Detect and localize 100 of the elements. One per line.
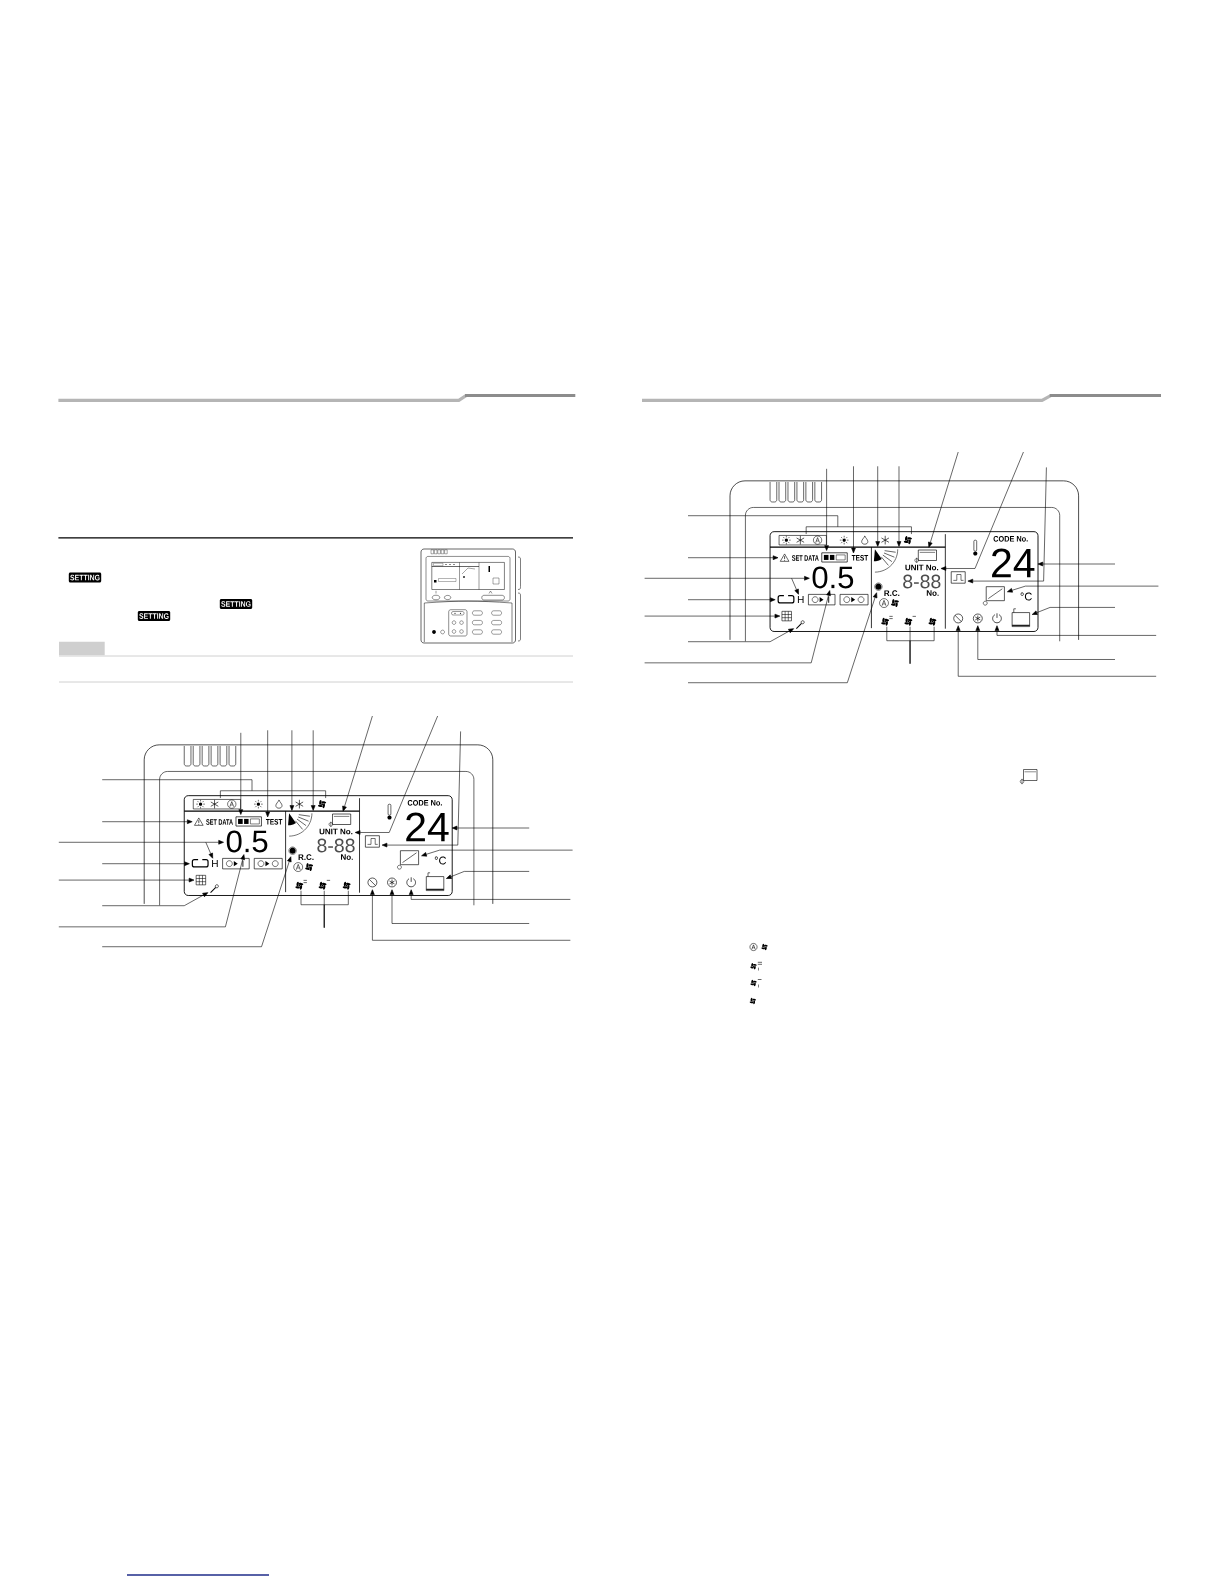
lcd-label: SET DATA	[792, 555, 819, 561]
globe-icon	[874, 582, 883, 591]
lcd-label: UNIT No.	[905, 564, 939, 571]
leader-line	[975, 625, 1116, 660]
loop-icon	[777, 595, 795, 604]
lcd-label: No.	[341, 854, 353, 860]
lcd-label: TEST	[851, 555, 869, 561]
leader-line	[1037, 561, 1116, 567]
leader-line	[896, 466, 902, 547]
leader-line	[687, 597, 776, 602]
leader-line	[644, 613, 781, 619]
leader-line	[408, 889, 571, 900]
leader-line	[967, 467, 1047, 584]
leader-line	[370, 889, 571, 941]
leader-line	[101, 779, 326, 799]
snowflake-circle-icon	[387, 877, 397, 888]
leader-line	[687, 515, 912, 535]
leader-line	[909, 626, 935, 664]
leader-line	[687, 555, 779, 560]
leader-line	[644, 576, 810, 581]
leader-line	[851, 466, 856, 554]
mode-icons	[192, 799, 327, 810]
fan-icon	[881, 616, 893, 626]
fan-icon	[342, 881, 351, 890]
box-icon	[1011, 608, 1031, 627]
leader-line	[205, 842, 213, 859]
filter-icon	[328, 813, 352, 827]
leader-line	[101, 861, 190, 866]
wave-box-icon	[950, 571, 966, 584]
warning-icon	[779, 553, 790, 562]
leader-line	[101, 892, 209, 906]
box-icon	[425, 872, 445, 891]
lcd-label: SET DATA	[206, 819, 233, 825]
leader-line	[940, 451, 1024, 571]
leader-line	[451, 825, 530, 831]
leader-line	[58, 877, 195, 883]
leader-line	[101, 819, 193, 824]
fan-icon	[928, 617, 937, 626]
leader-line	[1031, 607, 1116, 615]
wrench-icon	[795, 620, 805, 630]
leader-line	[289, 730, 295, 811]
lcd-label: H	[797, 596, 804, 603]
fan-icon	[318, 880, 331, 890]
leader-line	[644, 590, 831, 664]
warning-icon	[194, 817, 204, 826]
snowflake-circle-icon	[973, 613, 983, 624]
leader-line	[687, 592, 878, 684]
wave-box-icon	[365, 835, 380, 848]
time-bar-icon	[821, 552, 848, 563]
leader-line	[928, 451, 959, 548]
setting-badge: SETTING	[68, 572, 102, 583]
leader-line	[446, 871, 530, 879]
globe-icon	[288, 846, 297, 855]
leader-line	[687, 628, 794, 642]
lcd-label: CODE No.	[993, 536, 1028, 542]
digit-readout: 8-88	[903, 574, 941, 589]
wrench-icon	[210, 884, 219, 894]
lcd-label: No.	[926, 590, 939, 596]
louver-icon	[873, 549, 898, 573]
power-icon	[406, 876, 416, 888]
leader-line	[389, 889, 530, 924]
leader-line	[58, 854, 245, 928]
filter-icon	[914, 549, 937, 563]
fan-icon	[904, 616, 917, 626]
leader-line	[875, 466, 880, 547]
leader-line	[238, 732, 244, 815]
digit-readout: 24	[406, 812, 449, 842]
setting-badge: SETTING	[137, 611, 171, 622]
prohibited-icon	[953, 613, 963, 624]
leader-line	[354, 715, 438, 835]
leader-line	[381, 731, 461, 848]
digit-readout: 8-88	[317, 838, 355, 853]
prohibited-icon	[367, 877, 378, 888]
leader-line	[342, 715, 373, 812]
leader-line	[421, 849, 573, 857]
lcd-label: CODE No.	[407, 800, 442, 806]
digit-readout: 0.5	[226, 830, 268, 853]
fan-icon	[295, 880, 308, 890]
lcd-label: R.C.	[298, 854, 314, 860]
digit-readout: 24	[992, 548, 1035, 578]
power-icon	[992, 612, 1002, 624]
lcd-label: °C	[1020, 592, 1032, 601]
leader-line	[824, 468, 829, 551]
leader-line	[101, 856, 292, 948]
leader-line	[955, 625, 1157, 677]
panel-icon	[983, 586, 1005, 606]
setting-badge: SETTING	[219, 599, 253, 609]
louver-icon	[288, 813, 313, 837]
leader-line	[994, 625, 1157, 636]
lcd-label: TEST	[265, 819, 283, 825]
leader-line	[791, 578, 799, 595]
leader-line	[310, 730, 316, 811]
lcd-label: UNIT No.	[319, 828, 353, 835]
mode-icons	[778, 535, 912, 546]
leader-line	[58, 840, 224, 845]
panel-icon	[397, 850, 419, 870]
grid-icon	[781, 611, 792, 622]
leader-line	[1007, 585, 1159, 593]
leader-line	[323, 890, 349, 928]
leader-line	[265, 730, 270, 818]
